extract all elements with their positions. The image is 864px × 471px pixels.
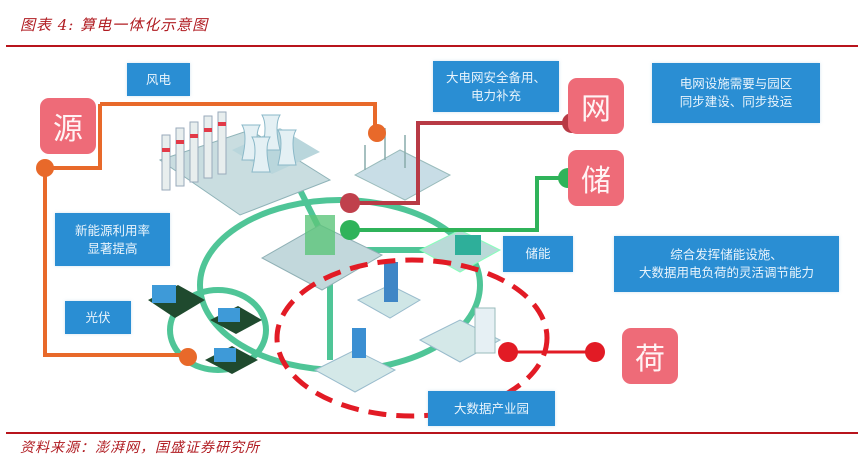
pv-dot xyxy=(179,348,197,366)
node-storage: 储 xyxy=(568,150,624,206)
label-bigdata-park: 大数据产业园 xyxy=(428,391,555,426)
chimney-stacks xyxy=(161,111,227,191)
label-storage: 储能 xyxy=(503,236,573,272)
label-grid-backup-line1: 大电网安全备用、 xyxy=(445,69,546,85)
grid-connector xyxy=(350,121,572,205)
source-dot xyxy=(36,159,54,177)
label-renewable-rate-line2: 显著提高 xyxy=(87,240,138,256)
label-pv-text: 光伏 xyxy=(85,309,111,325)
label-grid-sync-line2: 同步建设、同步投运 xyxy=(679,94,793,109)
figure-title: 图表 4: 算电一体化示意图 xyxy=(20,16,209,34)
node-grid: 网 xyxy=(568,78,624,134)
load-dot-node xyxy=(585,342,605,362)
label-flex-line2: 大数据用电负荷的灵活调节能力 xyxy=(638,265,814,280)
wind-dot xyxy=(368,124,386,142)
network-ring-pv xyxy=(167,287,269,373)
label-storage-text: 储能 xyxy=(525,246,551,261)
label-wind: 风电 xyxy=(127,63,190,96)
storage-connector xyxy=(350,176,568,232)
cooling-towers xyxy=(241,114,297,173)
label-renewable-rate: 新能源利用率 显著提高 xyxy=(55,213,170,266)
label-flex-line1: 综合发挥储能设施、 xyxy=(670,247,783,262)
label-flex: 综合发挥储能设施、 大数据用电负荷的灵活调节能力 xyxy=(614,236,839,292)
label-bigdata-park-text: 大数据产业园 xyxy=(453,400,529,416)
facility-illustrations xyxy=(148,111,502,393)
label-grid-sync: 电网设施需要与园区 同步建设、同步投运 xyxy=(652,63,820,123)
label-grid-sync-line1: 电网设施需要与园区 xyxy=(679,76,793,91)
bottom-divider xyxy=(6,432,858,434)
grid-dot-hub xyxy=(340,193,360,213)
label-wind-text: 风电 xyxy=(145,71,171,87)
source-connector xyxy=(43,102,377,357)
label-pv: 光伏 xyxy=(65,301,131,334)
label-grid-backup: 大电网安全备用、 电力补充 xyxy=(433,61,559,112)
storage-dot-hub xyxy=(340,220,360,240)
bigdata-park-boundary xyxy=(274,257,550,419)
node-load: 荷 xyxy=(622,328,678,384)
wind-farm-base xyxy=(353,149,452,201)
central-hub-base xyxy=(260,224,384,291)
datacenter-block xyxy=(313,349,397,393)
figure-source: 资料来源：澎湃网，国盛证券研究所 xyxy=(20,440,260,456)
label-renewable-rate-line1: 新能源利用率 xyxy=(74,222,150,238)
load-dot-park xyxy=(498,342,518,362)
label-grid-backup-line2: 电力补充 xyxy=(470,87,521,103)
node-source: 源 xyxy=(40,98,96,154)
top-divider xyxy=(6,45,858,47)
